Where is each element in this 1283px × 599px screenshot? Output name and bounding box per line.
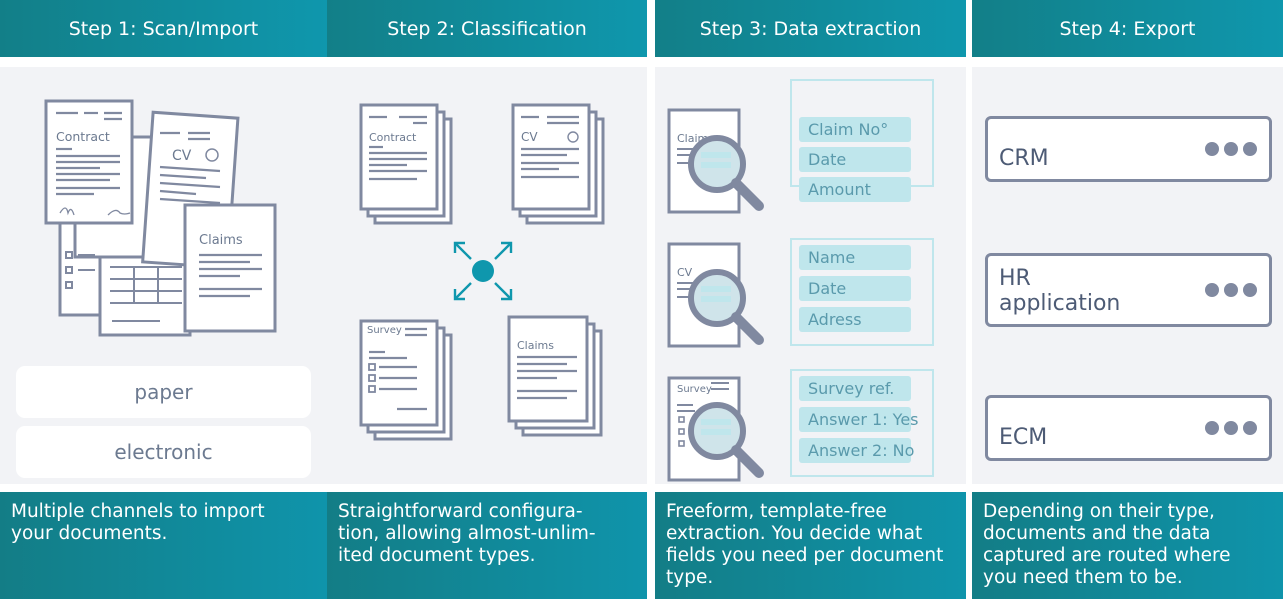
step-2-header: Step 2: Classification xyxy=(327,0,647,57)
step-4-title: Step 4: Export xyxy=(1059,17,1196,40)
document-stack-illustration: CV Claims xyxy=(44,99,277,337)
field-survey-ref: Survey ref. xyxy=(799,376,911,401)
survey-doc-label: Survey xyxy=(677,384,712,395)
claims-doc-label: Claims xyxy=(517,339,554,352)
step-2-caption: Straightforward configura- tion, allowin… xyxy=(327,492,647,599)
step-2-caption-line: tion, allowing almost-unlim- xyxy=(338,523,596,544)
field-answer-1: Answer 1: Yes xyxy=(799,407,919,432)
step-4-caption-line: captured are routed where xyxy=(983,545,1231,566)
contract-doc-label: Contract xyxy=(56,129,110,144)
step-4-caption: Depending on their type, documents and t… xyxy=(972,492,1283,599)
hr-label-line: HR xyxy=(999,266,1031,291)
extraction-illustration: Claim CV Survey xyxy=(667,108,764,482)
cv-doc-label: CV xyxy=(172,148,192,164)
step-1-panel: CV Claims xyxy=(0,67,327,484)
more-options-icon xyxy=(1205,283,1257,297)
export-target-ecm: ECM xyxy=(985,395,1272,461)
step-3-caption-line: extraction. You decide what xyxy=(666,523,923,544)
export-target-crm: CRM xyxy=(985,116,1272,182)
hub-dot xyxy=(472,260,494,282)
step-2-column: Step 2: Classification xyxy=(327,0,647,599)
step-3-caption-line: Freeform, template-free xyxy=(666,501,887,522)
step-4-panel: CRM HR application ECM xyxy=(972,67,1283,484)
step-4-column: Step 4: Export CRM HR application ECM De… xyxy=(972,0,1283,599)
crm-label: CRM xyxy=(999,146,1049,171)
more-options-icon xyxy=(1205,421,1257,435)
export-target-label: HR application xyxy=(999,266,1120,316)
field-amount: Amount xyxy=(799,177,911,202)
field-claim-no: Claim No° xyxy=(799,117,911,142)
step-1-header: Step 1: Scan/Import xyxy=(0,0,327,57)
export-target-label: ECM xyxy=(999,425,1047,450)
step-2-caption-line: ited document types. xyxy=(338,545,536,566)
step-1-caption: Multiple channels to import your documen… xyxy=(0,492,327,599)
claims-doc-label: Claims xyxy=(199,233,243,248)
ecm-label: ECM xyxy=(999,425,1048,450)
step-1-title: Step 1: Scan/Import xyxy=(68,17,259,40)
step-2-panel: Contract CV Survey Claims xyxy=(327,67,647,484)
hr-label-line: application xyxy=(999,291,1121,316)
field-date: Date xyxy=(799,276,911,301)
step-4-caption-line: you need them to be. xyxy=(983,567,1183,588)
step-3-caption-line: type. xyxy=(666,567,714,588)
paper-label: paper xyxy=(134,380,193,404)
step-4-header: Step 4: Export xyxy=(972,0,1283,57)
survey-doc-label: Survey xyxy=(367,325,402,336)
step-3-panel: Claim CV Survey xyxy=(655,67,966,484)
more-options-icon xyxy=(1205,142,1257,156)
field-name: Name xyxy=(799,245,911,270)
step-1-caption-line: Multiple channels to import xyxy=(11,501,265,522)
step-3-caption: Freeform, template-free extraction. You … xyxy=(655,492,966,599)
step-4-caption-line: documents and the data xyxy=(983,523,1211,544)
paper-channel-pill: paper xyxy=(16,366,311,418)
step-3-column: Step 3: Data extraction Claim CV Survey xyxy=(655,0,966,599)
export-target-label: CRM xyxy=(999,146,1049,171)
step-2-caption-line: Straightforward configura- xyxy=(338,501,583,522)
step-3-title: Step 3: Data extraction xyxy=(699,17,922,40)
classification-illustration: Contract CV Survey Claims xyxy=(359,103,605,441)
step-3-caption-line: fields you need per document xyxy=(666,545,944,566)
step-1-caption-line: your documents. xyxy=(11,523,168,544)
field-adress: Adress xyxy=(799,307,911,332)
step-4-caption-line: Depending on their type, xyxy=(983,501,1215,522)
electronic-channel-pill: electronic xyxy=(16,426,311,478)
field-answer-2: Answer 2: No xyxy=(799,438,914,463)
contract-doc-label: Contract xyxy=(369,131,417,144)
cv-doc-label: CV xyxy=(677,266,693,279)
export-target-hr-application: HR application xyxy=(985,253,1272,327)
cv-doc-label: CV xyxy=(521,130,538,144)
step-2-title: Step 2: Classification xyxy=(387,17,587,40)
step-1-column: Step 1: Scan/Import CV Claims xyxy=(0,0,327,599)
electronic-label: electronic xyxy=(114,440,213,464)
step-3-header: Step 3: Data extraction xyxy=(655,0,966,57)
field-date: Date xyxy=(799,147,911,172)
